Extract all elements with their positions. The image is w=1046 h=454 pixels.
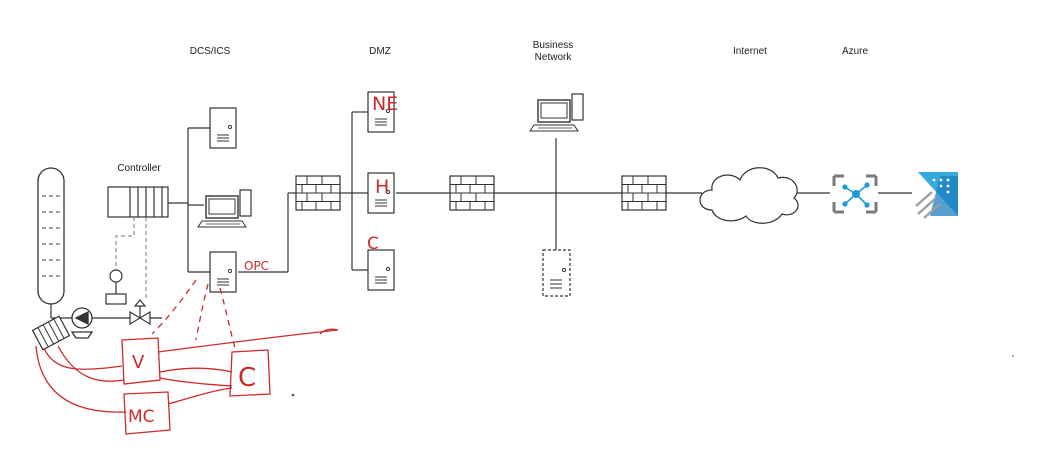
- annotation-mc: MC: [128, 407, 155, 427]
- zone-label-azure: Azure: [841, 46, 869, 57]
- flow-transmitter-icon: [105, 269, 127, 305]
- internet-cloud-icon: [699, 167, 799, 224]
- business-server-dashed-icon: [542, 249, 571, 297]
- annotation-h: H: [375, 176, 389, 198]
- controller-rack-icon: [107, 186, 169, 218]
- annotation-box-v: [121, 337, 161, 385]
- annotation-c-dmz: C: [367, 234, 379, 254]
- annotation-box-mc: [123, 391, 171, 435]
- iot-hub-icon: [832, 174, 878, 214]
- dcs-server-icon: [209, 107, 237, 149]
- vessel-icon: [37, 167, 72, 319]
- dcs-workstation-icon: [197, 189, 252, 228]
- signal-lines: [115, 217, 147, 300]
- stream-analytics-icon: [915, 172, 958, 219]
- firewall-dmz-business-icon: [449, 175, 495, 211]
- annotation-box-c: [229, 349, 271, 397]
- annotation-layer: [35, 279, 339, 435]
- firewall-business-internet-icon: [621, 175, 667, 211]
- business-workstation-icon: [529, 93, 584, 132]
- zone-label-dmz: DMZ: [369, 46, 391, 57]
- controller-label: Controller: [117, 163, 161, 174]
- zone-label-business-network: Business Network: [532, 40, 574, 63]
- pump-icon: [70, 307, 162, 339]
- valve-icon: [129, 299, 151, 326]
- annotation-v: V: [132, 352, 145, 373]
- motor-icon: [31, 315, 71, 351]
- network-links: [168, 111, 912, 273]
- zone-label-internet: Internet: [733, 46, 767, 57]
- annotation-ne: NE: [372, 93, 398, 115]
- annotation-opc: OPC: [244, 259, 269, 273]
- zone-label-dcs: DCS/ICS: [189, 46, 231, 57]
- opc-server-icon: [209, 251, 237, 293]
- firewall-dcs-dmz-icon: [295, 175, 341, 211]
- annotation-c-box: C: [238, 363, 256, 393]
- dmz-server-c-icon: [367, 249, 395, 291]
